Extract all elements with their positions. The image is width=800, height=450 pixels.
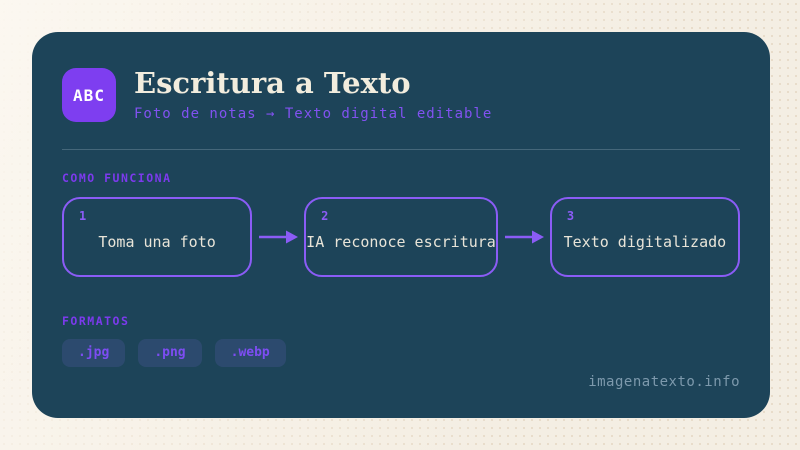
step-card-1: 1 Toma una foto xyxy=(62,197,253,277)
step-text-1: Toma una foto xyxy=(98,233,216,251)
step-card-2: 2 IA reconoce escritura xyxy=(304,197,498,277)
page-subtitle: Foto de notas → Texto digital editable xyxy=(134,105,493,122)
header-divider xyxy=(62,149,740,150)
abc-badge-icon: ABC xyxy=(62,68,116,122)
steps-row: 1 Toma una foto 2 IA reconoce escritura … xyxy=(62,197,740,277)
step-card-3: 3 Texto digitalizado xyxy=(549,197,740,277)
step-number-2: 2 xyxy=(321,209,329,223)
format-chip-webp: .webp xyxy=(214,339,286,367)
site-watermark: imagenatexto.info xyxy=(588,374,740,390)
info-card: ABC Escritura a Texto Foto de notas → Te… xyxy=(32,32,770,418)
card-header: ABC Escritura a Texto Foto de notas → Te… xyxy=(62,68,740,122)
arrow-right-icon xyxy=(504,230,544,244)
step-number-3: 3 xyxy=(566,209,575,223)
page-title: Escritura a Texto xyxy=(134,66,411,101)
how-it-works-label: COMO FUNCIONA xyxy=(62,171,172,185)
formats-row: .jpg .png .webp xyxy=(62,339,740,367)
step-text-2: IA reconoce escritura xyxy=(306,233,496,251)
step-number-1: 1 xyxy=(79,209,87,223)
formats-label: FORMATOS xyxy=(62,314,130,328)
header-titles: Escritura a Texto Foto de notas → Texto … xyxy=(134,66,493,122)
abc-badge-label: ABC xyxy=(73,85,105,105)
format-chip-jpg: .jpg xyxy=(62,339,126,367)
step-text-3: Texto digitalizado xyxy=(563,233,727,251)
arrow-right-icon xyxy=(259,230,299,244)
format-chip-png: .png xyxy=(138,339,202,367)
